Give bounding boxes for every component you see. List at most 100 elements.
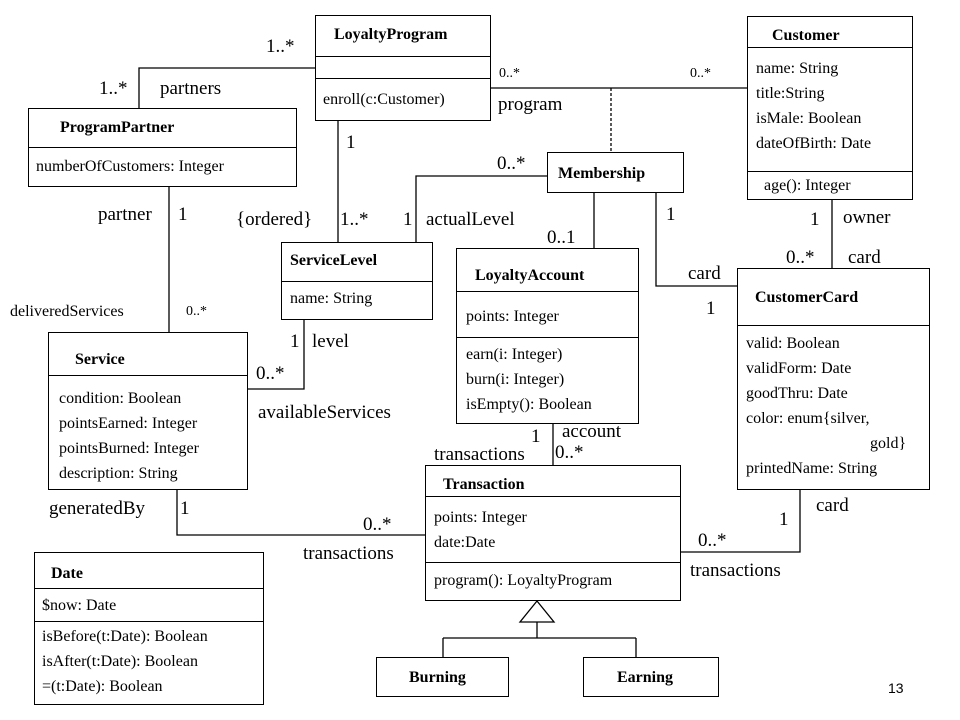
multiplicity-label: 1: [810, 209, 820, 230]
attributes-compartment: name: String: [282, 281, 432, 319]
attribute: pointsBurned: Integer: [59, 440, 199, 457]
attributes-compartment: name: String title:String isMale: Boolea…: [748, 47, 912, 172]
multiplicity-label: 0..*: [499, 66, 520, 81]
multiplicity-label: 1: [779, 509, 789, 530]
multiplicity-label: 0..*: [363, 514, 392, 535]
class-loyalty-account[interactable]: LoyaltyAccount points: Integer earn(i: I…: [456, 248, 639, 424]
multiplicity-label: 0..*: [786, 247, 815, 268]
class-name: Date: [51, 565, 83, 582]
class-service-level[interactable]: ServiceLevel name: String: [281, 242, 433, 320]
multiplicity-label: 1: [403, 209, 413, 230]
attributes-compartment: numberOfCustomers: Integer: [29, 147, 296, 186]
class-date[interactable]: Date $now: Date isBefore(t:Date): Boolea…: [34, 552, 264, 705]
multiplicity-label: 1: [178, 204, 188, 225]
association-level-service: [248, 320, 305, 390]
class-name: Burning: [409, 669, 466, 686]
association-program-partner-loyalty-program: [138, 67, 316, 108]
role-label: account: [562, 421, 622, 442]
multiplicity-label: 1: [346, 132, 356, 153]
page-number: 13: [888, 680, 904, 696]
attributes-compartment: $now: Date: [35, 588, 263, 622]
attributes-compartment: condition: Boolean pointsEarned: Integer…: [49, 375, 247, 489]
attribute: gold}: [870, 435, 907, 452]
association-membership-actual-level: [415, 175, 547, 242]
ordered-constraint: {ordered}: [236, 209, 313, 230]
operation: =(t:Date): Boolean: [42, 678, 163, 695]
operation: isBefore(t:Date): Boolean: [42, 628, 208, 645]
attribute: pointsEarned: Integer: [59, 415, 198, 432]
attribute: color: enum{silver,: [746, 410, 870, 427]
role-label: program: [498, 94, 563, 115]
class-customer-card[interactable]: CustomerCard valid: Boolean validForm: D…: [737, 268, 930, 490]
class-membership[interactable]: Membership: [547, 152, 684, 193]
attribute: name: String: [756, 60, 839, 77]
class-earning[interactable]: Earning: [583, 657, 719, 697]
class-name: Membership: [558, 165, 646, 182]
class-name: LoyaltyAccount: [475, 267, 585, 284]
role-label: card: [848, 247, 881, 268]
multiplicity-label: 1: [180, 498, 190, 519]
attributes-compartment: [316, 56, 490, 79]
attribute: points: Integer: [466, 308, 559, 325]
association-card-transaction: [680, 490, 801, 553]
attributes-compartment: points: Integer: [457, 291, 638, 338]
operations-compartment: isBefore(t:Date): Boolean isAfter(t:Date…: [35, 621, 263, 704]
class-name: Customer: [772, 27, 840, 44]
class-name: ServiceLevel: [290, 252, 378, 269]
multiplicity-label: 0..*: [186, 304, 207, 319]
class-burning[interactable]: Burning: [376, 657, 509, 697]
attribute: isMale: Boolean: [756, 110, 862, 127]
association-membership-card: [655, 193, 737, 287]
attribute: goodThru: Date: [746, 385, 848, 402]
class-customer[interactable]: Customer name: String title:String isMal…: [747, 16, 913, 200]
operations-compartment: enroll(c:Customer): [316, 78, 490, 120]
attributes-compartment: points: Integer date:Date: [426, 496, 680, 563]
attribute: description: String: [59, 465, 178, 482]
role-label: transactions: [303, 543, 394, 564]
attribute: title:String: [756, 85, 825, 102]
class-name: Transaction: [443, 476, 525, 493]
attribute: numberOfCustomers: Integer: [36, 158, 224, 175]
generalization-triangle: [518, 599, 556, 623]
class-name: LoyaltyProgram: [334, 26, 448, 43]
class-loyalty-program[interactable]: LoyaltyProgram enroll(c:Customer): [315, 15, 491, 121]
role-label: actualLevel: [426, 209, 515, 230]
role-label: deliveredServices: [10, 303, 124, 320]
attributes-compartment: valid: Boolean validForm: Date goodThru:…: [738, 325, 929, 489]
multiplicity-label: 1..*: [266, 36, 295, 57]
class-name: Service: [75, 351, 125, 368]
operations-compartment: earn(i: Integer) burn(i: Integer) isEmpt…: [457, 337, 638, 423]
role-label: transactions: [690, 560, 781, 581]
operation: burn(i: Integer): [466, 371, 565, 388]
class-transaction[interactable]: Transaction points: Integer date:Date pr…: [425, 465, 681, 601]
attribute: valid: Boolean: [746, 335, 840, 352]
role-label: partners: [160, 78, 222, 99]
multiplicity-label: 1..*: [99, 78, 128, 99]
multiplicity-label: 1: [290, 331, 300, 352]
class-name: CustomerCard: [755, 289, 859, 306]
role-label: card: [816, 495, 849, 516]
multiplicity-label: 1: [706, 298, 716, 319]
class-name: Earning: [617, 669, 674, 686]
multiplicity-label: 0..*: [497, 153, 526, 174]
multiplicity-label: 0..*: [555, 442, 584, 463]
operations-compartment: program(): LoyaltyProgram: [426, 562, 680, 600]
operation: earn(i: Integer): [466, 346, 563, 363]
attribute: dateOfBirth: Date: [756, 135, 872, 152]
attribute: date:Date: [434, 534, 496, 551]
operation: isAfter(t:Date): Boolean: [42, 653, 198, 670]
class-program-partner[interactable]: ProgramPartner numberOfCustomers: Intege…: [28, 108, 297, 187]
multiplicity-label: 1..*: [340, 209, 369, 230]
attribute: printedName: String: [746, 460, 878, 477]
multiplicity-label: 0..1: [547, 227, 576, 248]
attribute: name: String: [290, 290, 373, 307]
role-label: partner: [98, 204, 152, 225]
multiplicity-label: 1: [531, 426, 541, 447]
role-label: transactions: [434, 444, 525, 465]
class-service[interactable]: Service condition: Boolean pointsEarned:…: [48, 332, 248, 490]
operation: age(): Integer: [764, 177, 851, 194]
role-label: level: [312, 331, 349, 352]
multiplicity-label: 0..*: [256, 363, 285, 384]
multiplicity-label: 1: [666, 204, 676, 225]
